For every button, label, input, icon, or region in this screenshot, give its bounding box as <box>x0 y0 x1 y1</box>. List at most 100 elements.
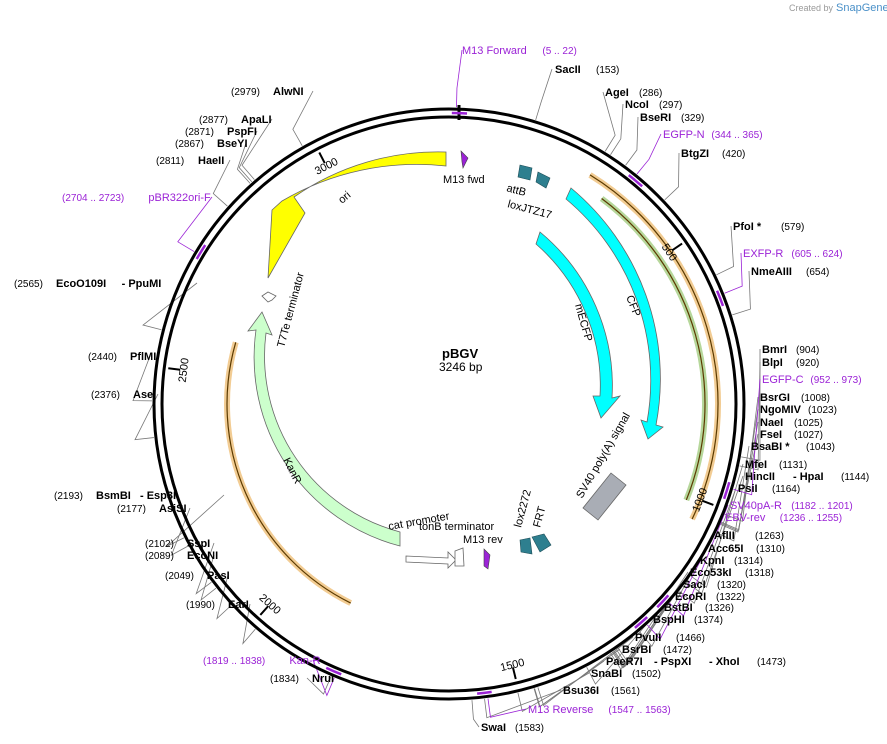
enzyme-site-ncoi[interactable]: NcoI (297) <box>625 99 682 111</box>
enzyme-site-naei[interactable]: NaeI(1025) <box>760 417 823 429</box>
enzyme-site-sacii[interactable]: SacII(153) <box>555 64 619 76</box>
enzyme-name: PvuII <box>635 632 661 644</box>
enzyme-site-paer7i[interactable]: PaeR7I- PspXI- XhoI(1473) <box>606 656 786 668</box>
enzyme-site-bstbi[interactable]: BstBI(1326) <box>664 602 734 614</box>
enzyme-site-psii[interactable]: PsiI(1164) <box>738 483 800 495</box>
enzyme-site-ecoo109i[interactable]: (2565)EcoO109I- PpuMI <box>14 278 161 290</box>
tick-mark <box>168 367 181 371</box>
leader-line <box>679 487 737 604</box>
primer-binding-mark <box>451 111 468 115</box>
sv40-polya-box[interactable] <box>582 472 627 521</box>
enzyme-site-bseyi[interactable]: (2867)BseYI <box>175 138 248 150</box>
enzyme-site-bsphi[interactable]: BspHI(1374) <box>653 614 723 626</box>
enzyme-site-pfoi-[interactable]: PfoI *(579) <box>733 221 804 233</box>
enzyme-name: NgoMIV <box>760 404 802 416</box>
enzyme-site-haeii[interactable]: (2811)HaeII <box>156 155 224 167</box>
tonb-terminator-arrow[interactable] <box>454 547 465 567</box>
enzyme-site-bsabi-[interactable]: BsaBI *(1043) <box>751 441 835 453</box>
primer-range: (344 .. 365) <box>711 130 762 141</box>
leader-line <box>242 603 256 645</box>
enzyme-site-econi[interactable]: (2089)EcoNI <box>145 550 218 562</box>
enzyme-site-asei[interactable]: (2376)AseI <box>91 389 156 401</box>
enzyme-site-blpi[interactable]: BlpI(920) <box>762 357 819 369</box>
enzyme-name: BseRI <box>640 112 671 124</box>
m13-rev-arrow[interactable] <box>483 548 491 570</box>
enzyme-site-sspi[interactable]: (2102)SspI <box>145 538 210 550</box>
enzyme-position: (2877) <box>199 115 228 126</box>
enzyme-site-apali[interactable]: (2877)ApaLI <box>199 114 272 126</box>
map-name: pBGV <box>442 346 478 361</box>
enzyme-site-fsei[interactable]: FseI(1027) <box>760 429 823 441</box>
enzyme-site-bmri[interactable]: BmrI(904) <box>762 344 819 356</box>
enzyme-site-saci[interactable]: SacI(1320) <box>683 579 746 591</box>
enzyme-position: (2376) <box>91 390 120 401</box>
primer-site-egfp-c[interactable]: EGFP-C(952 .. 973) <box>762 374 862 386</box>
enzyme-site-eco53ki[interactable]: Eco53kI(1318) <box>690 567 774 579</box>
enzyme-position: (1322) <box>716 592 745 603</box>
enzyme-site-pasi[interactable]: (2049)PasI <box>165 570 230 582</box>
enzyme-position: (1502) <box>632 669 661 680</box>
primer-site-exfp-r[interactable]: EXFP-R(605 .. 624) <box>743 248 843 260</box>
primer-site-sv40pa-r[interactable]: SV40pA-R(1182 .. 1201) <box>730 500 853 512</box>
enzyme-site-alwni[interactable]: (2979)AlwNI <box>231 86 304 98</box>
leader-line <box>142 282 198 331</box>
enzyme-site-bsmbi[interactable]: (2193)BsmBI- Esp3I <box>54 490 176 502</box>
enzyme-position: (329) <box>681 113 704 124</box>
enzyme-site-pvuii[interactable]: PvuII(1466) <box>635 632 705 644</box>
enzyme-site-bsrbi[interactable]: BsrBI(1472) <box>622 644 692 656</box>
primer-site-ebv-rev[interactable]: EBV-rev(1236 .. 1255) <box>725 512 842 524</box>
primer-site-m13-reverse[interactable]: M13 Reverse(1547 .. 1563) <box>528 704 671 716</box>
enzyme-position: (297) <box>659 100 682 111</box>
enzyme-site-pspfi[interactable]: (2871)PspFI <box>185 126 257 138</box>
mecfp-feature-arrow[interactable] <box>535 231 622 419</box>
enzyme-site-agei[interactable]: AgeI(286) <box>605 87 662 99</box>
enzyme-site-acc65i[interactable]: Acc65I(1310) <box>708 543 785 555</box>
enzyme-position: (2867) <box>175 139 204 150</box>
enzyme-site-asisi[interactable]: (2177)AsiSI <box>117 503 187 515</box>
enzyme-site-nmeaiii[interactable]: NmeAIII(654) <box>751 266 829 278</box>
primer-name: EGFP-C <box>762 374 804 386</box>
t7te-terminator-arrow[interactable] <box>261 291 277 303</box>
enzyme-site-bsu36i[interactable]: Bsu36I(1561) <box>563 685 640 697</box>
leader-line <box>716 225 734 276</box>
enzyme-name: NcoI <box>625 99 649 111</box>
enzyme-site-aflii[interactable]: AflII(1263) <box>714 530 784 542</box>
primer-site-egfp-n[interactable]: EGFP-N(344 .. 365) <box>663 129 763 141</box>
enzyme-site-snabi[interactable]: SnaBI(1502) <box>591 668 661 680</box>
enzyme-site-hincii[interactable]: HincII- HpaI(1144) <box>745 471 869 483</box>
enzyme-site-ngomiv[interactable]: NgoMIV(1023) <box>760 404 837 416</box>
enzyme-site-mfei[interactable]: MfeI(1131) <box>745 459 807 471</box>
m13-rev-label: M13 rev <box>463 534 503 546</box>
primer-site-kan-r[interactable]: (1819 .. 1838)Kan-R <box>203 655 321 667</box>
primer-site-m13-forward[interactable]: M13 Forward(5 .. 22) <box>462 45 577 57</box>
primer-binding-mark <box>195 244 207 260</box>
t7te-terminator-label: T7Te terminator <box>275 271 307 349</box>
enzyme-site-kpni[interactable]: KpnI(1314) <box>700 555 763 567</box>
cfp-feature-arrow[interactable] <box>565 187 664 440</box>
enzyme-site-bseri[interactable]: BseRI (329) <box>640 112 704 124</box>
primer-binding-mark <box>634 616 649 629</box>
enzyme-site-btgzi[interactable]: BtgZI(420) <box>681 148 745 160</box>
enzyme-name-2: - HpaI <box>793 471 824 483</box>
created-by-text: Created by <box>789 3 834 13</box>
attb-arrow[interactable] <box>517 164 533 181</box>
kanr-feature-arrow[interactable] <box>247 311 401 547</box>
loxjtz17-arrow[interactable] <box>535 171 551 189</box>
enzyme-site-pflmi[interactable]: (2440)PflMI <box>88 351 156 363</box>
primer-site-pbr322ori-f[interactable]: (2704 .. 2723)pBR322ori-F <box>62 192 211 204</box>
enzyme-site-bsrgi[interactable]: BsrGI(1008) <box>760 392 830 404</box>
leader-line <box>586 618 652 685</box>
enzyme-site-swai[interactable]: SwaI(1583) <box>481 722 544 734</box>
frt-arrow[interactable] <box>531 533 552 553</box>
enzyme-site-ecori[interactable]: EcoRI(1322) <box>675 591 745 603</box>
enzyme-site-nrui[interactable]: (1834)NruI <box>270 673 334 685</box>
enzyme-position: (1320) <box>717 580 746 591</box>
m13-fwd-arrow[interactable] <box>460 150 469 169</box>
ori-feature-arrow[interactable] <box>267 151 447 279</box>
cat-promoter-arrow[interactable] <box>405 551 457 569</box>
primer-name: EXFP-R <box>743 248 783 260</box>
enzyme-site-eari[interactable]: (1990)EarI <box>186 599 249 611</box>
lox2272-arrow[interactable] <box>519 537 533 555</box>
primer-range: (1236 .. 1255) <box>780 513 842 524</box>
